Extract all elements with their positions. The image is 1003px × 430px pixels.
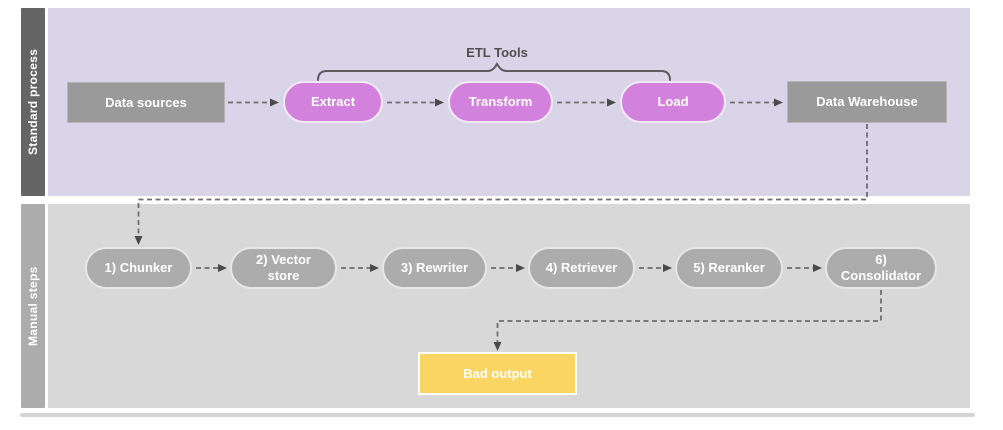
node-bad-output-label: Bad output: [463, 365, 532, 381]
node-data-warehouse: Data Warehouse: [787, 81, 947, 123]
manual-steps-lane-label: Manual steps: [26, 266, 40, 346]
node-extract-label: Extract: [310, 94, 356, 110]
manual-steps-lane-header: Manual steps: [21, 204, 45, 408]
node-retriever: 4) Retriever: [528, 247, 635, 289]
node-consolidator: 6) Consolidator: [825, 247, 937, 289]
node-load: Load: [620, 81, 726, 123]
collapsed-lane-strip: [20, 413, 975, 417]
node-extract: Extract: [283, 81, 383, 123]
node-load-label: Load: [657, 94, 689, 110]
node-transform-label: Transform: [468, 94, 533, 110]
node-consolidator-label: 6) Consolidator: [840, 252, 922, 283]
standard-process-lane-header: Standard process: [21, 8, 45, 196]
node-rewriter: 3) Rewriter: [382, 247, 487, 289]
node-transform: Transform: [448, 81, 553, 123]
etl-tools-label: ETL Tools: [466, 45, 528, 60]
node-reranker: 5) Reranker: [675, 247, 783, 289]
node-vector-store: 2) Vector store: [230, 247, 337, 289]
standard-process-lane-label: Standard process: [26, 48, 40, 156]
node-retriever-label: 4) Retriever: [545, 260, 618, 276]
node-chunker: 1) Chunker: [85, 247, 192, 289]
node-bad-output: Bad output: [418, 352, 577, 395]
node-rewriter-label: 3) Rewriter: [400, 260, 469, 276]
node-data-sources-label: Data sources: [105, 94, 187, 110]
node-reranker-label: 5) Reranker: [693, 260, 765, 276]
node-data-warehouse-label: Data Warehouse: [816, 94, 918, 110]
node-data-sources: Data sources: [67, 82, 225, 123]
node-vector-store-label: 2) Vector store: [256, 252, 311, 283]
node-chunker-label: 1) Chunker: [104, 260, 173, 276]
